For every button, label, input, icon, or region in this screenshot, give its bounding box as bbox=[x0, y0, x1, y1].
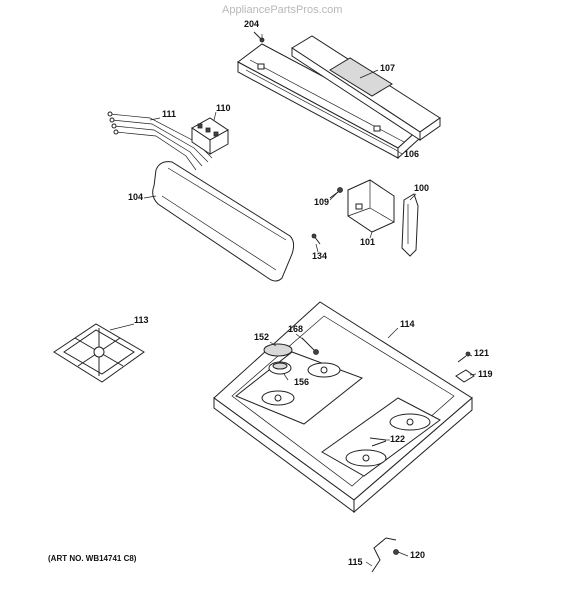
callout-156: 156 bbox=[294, 377, 310, 387]
callout-110: 110 bbox=[216, 103, 231, 113]
part-120-clip bbox=[393, 549, 399, 555]
part-110-spark-module bbox=[191, 117, 229, 155]
part-122-electrodes bbox=[369, 437, 387, 447]
part-121-screw bbox=[457, 351, 471, 363]
callout-119: 119 bbox=[478, 369, 493, 379]
callout-101: 101 bbox=[360, 237, 376, 247]
callout-152: 152 bbox=[254, 332, 270, 342]
part-111-wire-harness bbox=[107, 111, 213, 171]
callout-122: 122 bbox=[390, 434, 406, 444]
callout-111: 111 bbox=[162, 109, 177, 119]
leader-lines bbox=[109, 34, 477, 567]
callout-168: 168 bbox=[288, 324, 304, 334]
part-119-clip bbox=[455, 369, 475, 383]
art-number: (ART NO. WB14741 C8) bbox=[48, 554, 137, 563]
callout-100: 100 bbox=[414, 183, 430, 193]
part-107-top-trim bbox=[291, 35, 441, 141]
part-156-burner-head bbox=[268, 361, 292, 375]
watermark: AppliancePartsPros.com bbox=[222, 4, 343, 16]
callout-106: 106 bbox=[404, 149, 420, 159]
callout-115: 115 bbox=[348, 557, 363, 567]
callout-120: 120 bbox=[410, 550, 426, 560]
callout-109: 109 bbox=[314, 197, 330, 207]
part-152-burner-cap bbox=[263, 343, 293, 357]
part-115-tube bbox=[371, 537, 397, 573]
part-104-control-panel bbox=[152, 161, 295, 282]
part-109-screw bbox=[329, 187, 343, 199]
part-113-grate bbox=[53, 323, 145, 383]
callout-121: 121 bbox=[474, 348, 490, 358]
part-204-screw bbox=[253, 31, 265, 43]
part-101-bracket bbox=[347, 179, 395, 233]
part-134-screw bbox=[311, 233, 321, 245]
part-106-backguard bbox=[237, 43, 421, 160]
part-114-cooktop bbox=[213, 301, 473, 514]
callout-134: 134 bbox=[312, 251, 328, 261]
callout-114: 114 bbox=[400, 319, 415, 329]
callout-204: 204 bbox=[244, 19, 260, 29]
callout-104: 104 bbox=[128, 192, 144, 202]
callout-113: 113 bbox=[134, 315, 149, 325]
part-100-side-bracket bbox=[401, 193, 419, 257]
callout-107: 107 bbox=[380, 63, 396, 73]
